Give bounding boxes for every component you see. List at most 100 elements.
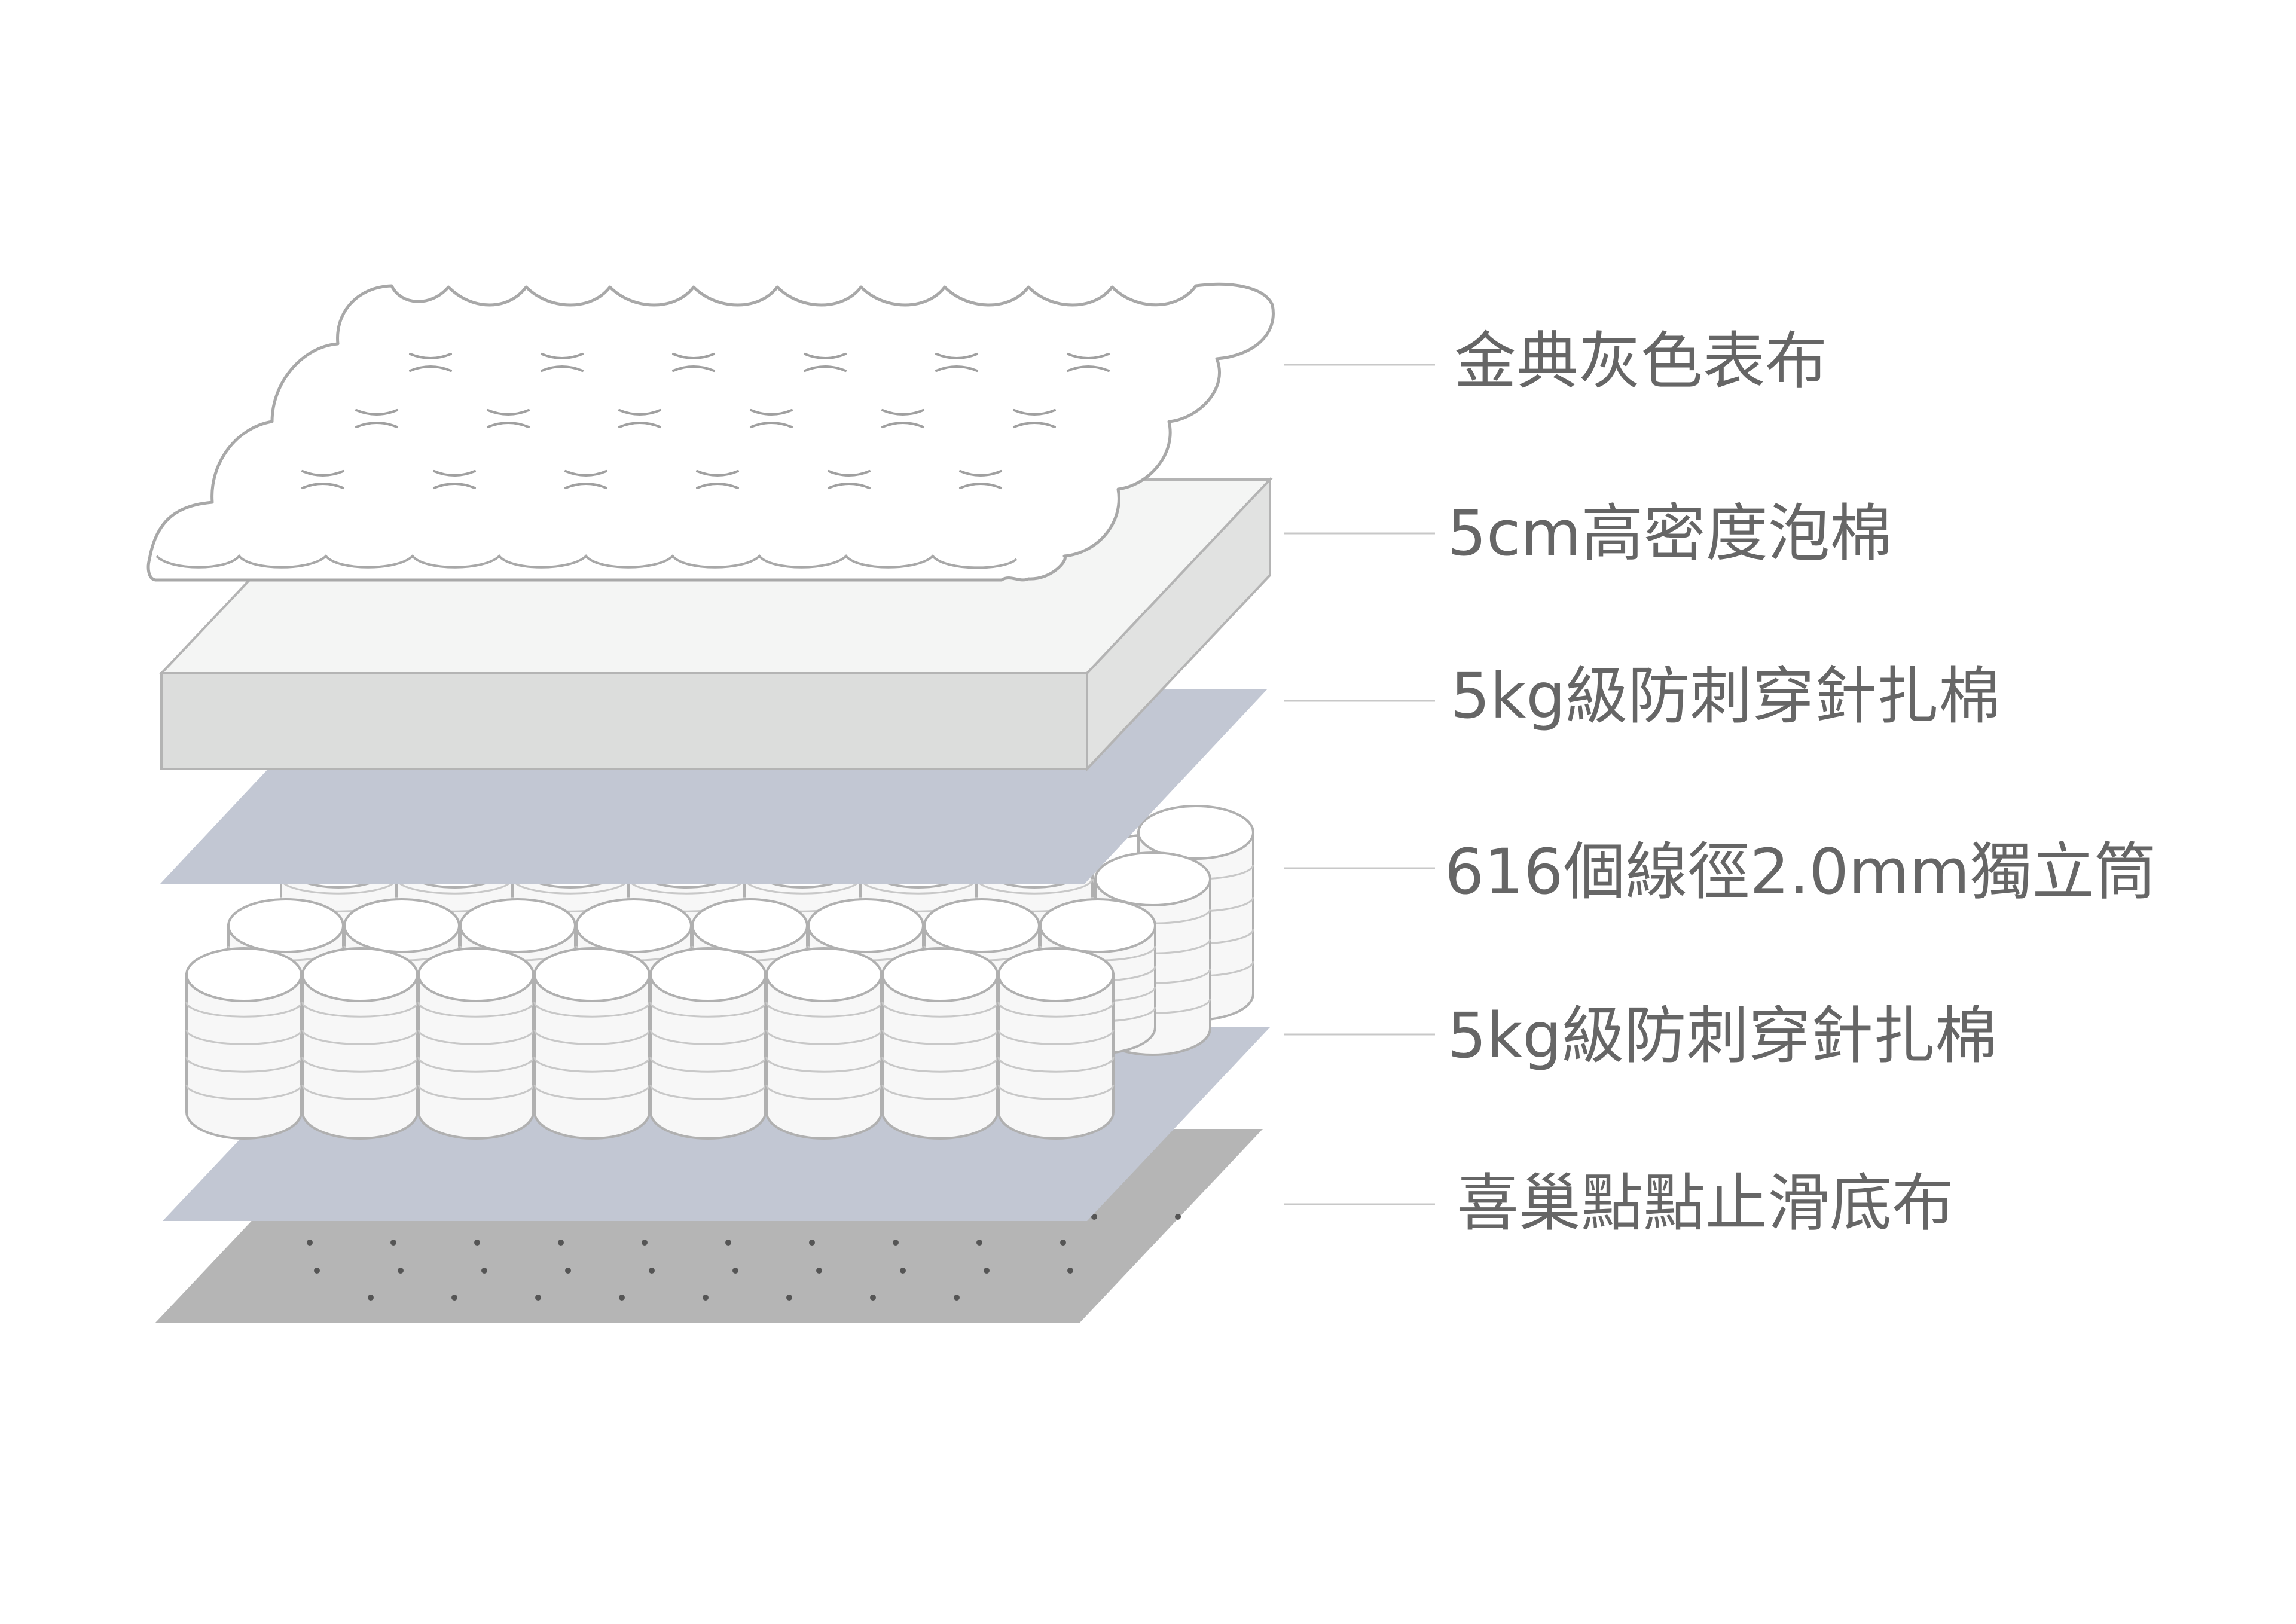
spring-band: [860, 878, 977, 895]
spring-band: [765, 1084, 883, 1100]
spring-band: [997, 1029, 1115, 1045]
base-dot: [984, 1268, 990, 1274]
spring-top: [417, 947, 535, 1002]
spring-band: [512, 878, 629, 895]
spring-top: [765, 947, 883, 1002]
spring-band: [533, 1084, 651, 1100]
base-dot: [976, 1240, 982, 1246]
spring-top: [185, 947, 303, 1002]
base-dot: [703, 1295, 709, 1301]
cover-tufting-pattern: [301, 353, 1110, 489]
tuft-mark: [541, 353, 584, 372]
spring-top: [1094, 851, 1211, 906]
base-dot: [649, 1268, 655, 1274]
tuft-mark: [1013, 409, 1056, 428]
base-dot: [954, 1295, 960, 1301]
base-dot: [642, 1240, 648, 1246]
spring-top: [807, 898, 924, 953]
base-dot: [809, 1240, 815, 1246]
base-dot: [870, 1295, 876, 1301]
spring-coil: [533, 947, 651, 1140]
base-dot: [368, 1295, 374, 1301]
base-dot: [565, 1268, 571, 1274]
tuft-mark: [487, 409, 530, 428]
spring-band: [301, 1057, 419, 1073]
spring-coil: [417, 947, 535, 1140]
spring-band: [417, 1002, 535, 1018]
label-cotton-top: 5kg級防刺穿針扎棉: [1451, 660, 2001, 732]
spring-band: [301, 1002, 419, 1018]
pocket-springs-icon: [185, 805, 1254, 1140]
spring-band: [533, 1029, 651, 1045]
spring-band: [417, 1057, 535, 1073]
spring-band: [765, 1029, 883, 1045]
spring-coil: [765, 947, 883, 1140]
cover-scallop-edge: [155, 554, 1018, 569]
spring-top: [301, 947, 419, 1002]
label-cotton-bottom: 5kg級防刺穿針扎棉: [1447, 999, 1997, 1072]
tuft-mark: [828, 470, 871, 489]
layer-labels: 金典灰色表布 5cm高密度泡棉 5kg級防刺穿針扎棉 616個線徑2.0mm獨立…: [1445, 325, 2157, 1240]
spring-coil: [997, 947, 1115, 1140]
foam-front-face: [160, 672, 1088, 770]
spring-band: [185, 1084, 303, 1100]
base-dot: [474, 1240, 480, 1246]
spring-band: [417, 1084, 535, 1100]
spring-band: [301, 1029, 419, 1045]
spring-band: [881, 1057, 999, 1073]
spring-top: [533, 947, 651, 1002]
spring-band: [997, 1084, 1115, 1100]
base-dot: [535, 1295, 541, 1301]
leader-lines: [1284, 364, 1435, 1205]
base-dot: [725, 1240, 731, 1246]
base-dot: [314, 1268, 320, 1274]
tuft-mark: [409, 353, 452, 372]
base-dot: [816, 1268, 822, 1274]
base-dot: [1060, 1240, 1066, 1246]
base-dot: [307, 1240, 313, 1246]
label-cover: 金典灰色表布: [1454, 325, 1827, 398]
spring-top: [1039, 898, 1156, 953]
spring-band: [881, 1002, 999, 1018]
spring-top: [459, 898, 576, 953]
spring-band: [533, 1057, 651, 1073]
spring-top: [575, 898, 692, 953]
tuft-mark: [750, 409, 793, 428]
spring-band: [417, 1029, 535, 1045]
spring-band: [997, 1002, 1115, 1018]
base-dot: [893, 1240, 899, 1246]
label-base: 喜巢點點止滑底布: [1457, 1167, 1954, 1240]
tuft-mark: [959, 470, 1002, 489]
spring-band: [649, 1002, 767, 1018]
spring-band: [881, 1084, 999, 1100]
tuft-mark: [1067, 353, 1110, 372]
base-dot: [1175, 1214, 1181, 1220]
spring-band: [628, 878, 745, 895]
tuft-mark: [618, 409, 661, 428]
base-dot: [619, 1295, 625, 1301]
tuft-mark: [696, 470, 739, 489]
tuft-mark: [355, 409, 398, 428]
spring-top: [881, 947, 999, 1002]
spring-coil: [881, 947, 999, 1140]
spring-band: [533, 1002, 651, 1018]
tuft-mark: [881, 409, 924, 428]
tuft-mark: [804, 353, 847, 372]
spring-band: [185, 1057, 303, 1073]
base-dot: [1091, 1214, 1097, 1220]
spring-coil: [649, 947, 767, 1140]
spring-top: [923, 898, 1040, 953]
spring-band: [396, 878, 513, 895]
label-foam: 5cm高密度泡棉: [1447, 497, 1892, 570]
base-dot: [786, 1295, 792, 1301]
spring-band: [976, 878, 1093, 895]
spring-band: [301, 1084, 419, 1100]
tuft-mark: [935, 353, 978, 372]
spring-band: [649, 1029, 767, 1045]
label-springs: 616個線徑2.0mm獨立筒: [1445, 835, 2157, 908]
spring-band: [185, 1002, 303, 1018]
spring-top: [997, 947, 1115, 1002]
base-dot: [1067, 1268, 1073, 1274]
tuft-mark: [672, 353, 715, 372]
